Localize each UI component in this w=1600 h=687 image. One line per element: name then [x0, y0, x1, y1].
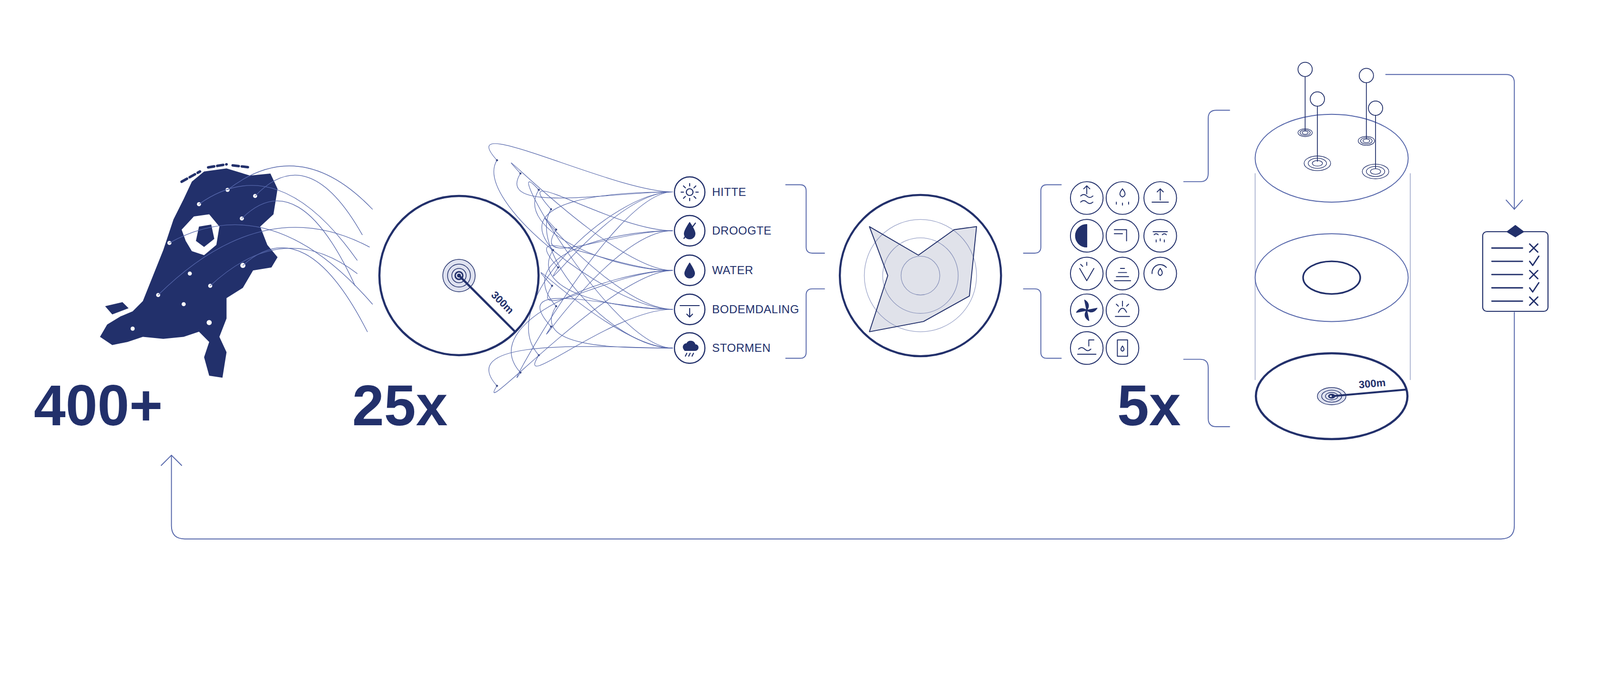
measure-icon: [1106, 219, 1140, 253]
hazard-curve: [511, 270, 673, 373]
measure-icon: [1106, 331, 1140, 365]
ripple: [1302, 131, 1309, 135]
count-label: 400+: [33, 376, 163, 434]
hazard-curve: [547, 270, 673, 301]
hazard-label: DROOGTE: [712, 224, 772, 238]
measure-icon: [1070, 294, 1104, 327]
ripple: [1370, 168, 1381, 175]
hazard-curve: [528, 181, 673, 348]
measure-glyph: [1114, 229, 1127, 242]
measure-icons: [1070, 181, 1177, 365]
map-arc: [254, 174, 363, 235]
radius-label: 300m: [1358, 376, 1386, 392]
hazard-curve: [493, 160, 673, 310]
netherlands-map: [100, 164, 278, 378]
measure-icon: [1143, 257, 1177, 291]
map-arc: [158, 227, 370, 296]
measure-icon: [1070, 257, 1104, 291]
hazard-curve: [546, 230, 673, 335]
hazard-curve: [544, 217, 673, 310]
hazard-label: WATER: [712, 263, 754, 277]
hazard-curve: [541, 192, 673, 251]
measure-icon: [1106, 181, 1140, 215]
measure-icon: [1070, 181, 1104, 215]
measure-icon: [1143, 181, 1177, 215]
hazard-item: HITTE: [673, 175, 747, 209]
measure-glyph: [1077, 339, 1097, 355]
hazard-icon: [673, 293, 706, 326]
ripple: [1363, 139, 1370, 143]
hazard-curve: [534, 309, 673, 367]
hazard-curve: [546, 209, 673, 348]
hazard-curves: [489, 143, 673, 393]
measure-icon: [1070, 331, 1104, 365]
measure-icon: [1070, 219, 1104, 253]
measure-glyph: [1115, 301, 1130, 317]
ellipse-outline: [1254, 352, 1409, 440]
measure-glyph: [1075, 224, 1088, 247]
measure-glyph: [1151, 188, 1169, 203]
hazard-curve: [546, 245, 673, 271]
hazard-curve: [489, 346, 673, 386]
hazard-curve: [540, 191, 673, 231]
hazard-item: WATER: [673, 254, 754, 287]
hazard-label: BODEMDALING: [712, 302, 800, 316]
hazard-item: DROOGTE: [673, 214, 772, 247]
measure-glyph: [1079, 262, 1094, 281]
hazard-label: STORMEN: [712, 341, 771, 355]
hazard-curve: [544, 230, 673, 306]
hazard-icon: [673, 175, 706, 209]
hazard-item: STORMEN: [673, 331, 771, 365]
hazard-icon: [673, 214, 706, 247]
hazard-item: BODEMDALING: [673, 293, 800, 326]
hazard-icon: [673, 331, 706, 365]
circle-outline: [378, 194, 540, 357]
measure-glyph: [1114, 268, 1131, 281]
measure-glyph: [1151, 264, 1167, 276]
map-arc: [241, 200, 356, 286]
hazard-curve: [489, 143, 673, 192]
hazard-curve: [493, 270, 673, 393]
measure-icon: [1106, 257, 1140, 291]
radar-chart: [839, 194, 1001, 357]
measure-glyph: [1080, 185, 1093, 204]
hazard-label: HITTE: [712, 185, 747, 199]
hazard-curve: [516, 192, 673, 378]
measure-icon: [1143, 219, 1177, 253]
radius-label: 300m: [488, 288, 517, 317]
map-arc: [210, 248, 357, 286]
checklist: [1482, 225, 1549, 312]
measure-glyph: [1076, 299, 1098, 321]
measure-glyph: [1152, 231, 1168, 242]
radius-circle: 300m: [378, 194, 540, 357]
measure-glyph: [1116, 188, 1129, 205]
layer-stack: [1254, 62, 1410, 380]
feedback-arrows: [161, 74, 1523, 539]
hazard-curve: [551, 229, 673, 249]
hazard-curve: [548, 250, 673, 310]
measure-icon: [1106, 294, 1140, 327]
hazard-curve: [528, 192, 673, 356]
site-ellipse: 300m: [1254, 352, 1409, 440]
map-arc: [169, 224, 373, 305]
map-arc: [243, 247, 368, 332]
measure-glyph: [1117, 339, 1128, 357]
map-arc: [227, 165, 373, 210]
count-label: 25x: [352, 376, 448, 434]
hazard-curve: [540, 298, 673, 327]
map-arcs: [158, 165, 373, 332]
hazard-icon: [673, 254, 706, 287]
count-label: 5x: [1117, 376, 1181, 434]
